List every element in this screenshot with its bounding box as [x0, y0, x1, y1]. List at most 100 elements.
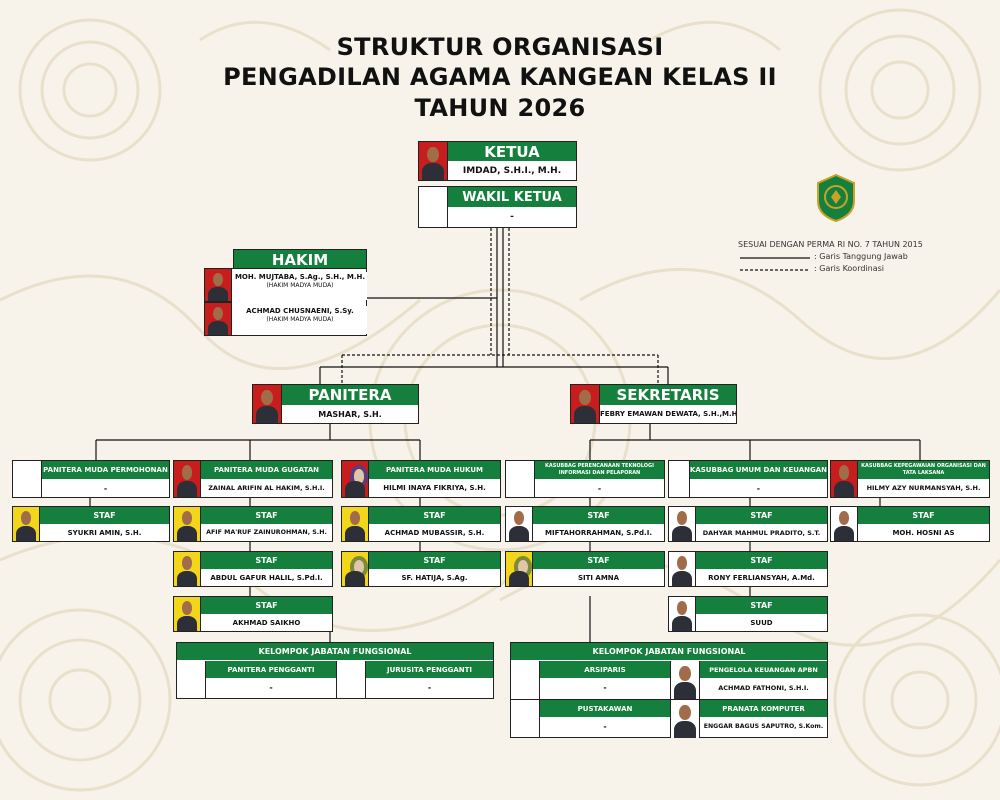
staff-permohonan-1-box: STAF SYUKRI AMIN, S.H.: [39, 506, 170, 542]
hakim-2-photo: [204, 302, 232, 336]
kasubbag-ptip-label: KASUBBAG PERENCANAAN TEKNOLOGI INFORMASI…: [535, 461, 664, 480]
pengelola-keuangan-label: PENGELOLA KEUANGAN APBN: [700, 661, 827, 679]
chart-title-line2: PENGADILAN AGAMA KANGEAN KELAS II: [223, 63, 777, 91]
staff-hukum-1-name: ACHMAD MUBASSIR, S.H.: [369, 525, 500, 541]
staff-umum-1-photo: [668, 506, 696, 542]
staff-hukum-1-box: STAF ACHMAD MUBASSIR, S.H.: [368, 506, 501, 542]
panitera-pengganti-name: -: [206, 679, 336, 696]
jurusita-pengganti-name: -: [366, 679, 493, 696]
staff-ptip-1-box: STAF MIFTAHORRAHMAN, S.Pd.I.: [532, 506, 665, 542]
pm-permohonan-label: PANITERA MUDA PERMOHONAN: [42, 461, 169, 480]
ketua-label: KETUA: [448, 142, 576, 162]
staff-permohonan-1-name: SYUKRI AMIN, S.H.: [40, 525, 169, 541]
kasubbag-ptip-name: -: [535, 480, 664, 497]
fungsional-right-label: KELOMPOK JABATAN FUNGSIONAL: [511, 643, 827, 661]
kasubbag-ptip-box: KASUBBAG PERENCANAAN TEKNOLOGI INFORMASI…: [505, 460, 665, 498]
staff-gugatan-2-photo: [173, 551, 201, 587]
sekretaris-photo: [570, 384, 600, 424]
hakim-1-role: (HAKIM MADYA MUDA): [266, 282, 334, 289]
kasubbag-umum-name: -: [689, 480, 827, 497]
wakil-ketua-name: -: [448, 208, 576, 227]
kasubbag-kepeg-name: HILMY AZY NURMANSYAH, S.H.: [858, 480, 989, 497]
pm-hukum-box: PANITERA MUDA HUKUM HILMI INAYA FIKRIYA,…: [368, 460, 501, 498]
staff-permohonan-1-photo: [12, 506, 40, 542]
staff-ptip-2-box: STAF SITI AMNA: [532, 551, 665, 587]
staff-label: STAF: [201, 552, 332, 570]
arsiparis-name: -: [540, 679, 670, 697]
kasubbag-umum-label: KASUBBAG UMUM DAN KEUANGAN: [689, 461, 827, 480]
staff-label: STAF: [369, 552, 500, 570]
ketua-box: KETUA IMDAD, S.H.I., M.H.: [447, 141, 577, 181]
staff-label: STAF: [40, 507, 169, 525]
panitera-photo: [252, 384, 282, 424]
staff-umum-1-box: STAF DAHYAR MAHMUL PRADITO, S.T.: [695, 506, 828, 542]
pm-gugatan-name: ZAINAL ARIFIN AL HAKIM, S.H.I.: [201, 480, 332, 497]
staff-ptip-2-name: SITI AMNA: [533, 570, 664, 586]
pm-hukum-photo: [341, 460, 369, 498]
staff-umum-1-name: DAHYAR MAHMUL PRADITO, S.T.: [696, 525, 827, 541]
hakim-2-name: ACHMAD CHUSNAENI, S.Sy.: [246, 307, 354, 315]
staff-ptip-2-photo: [505, 551, 533, 587]
kasubbag-kepeg-label: KASUBBAG KEPEGAWAIAN ORGANISASI DAN TATA…: [858, 461, 989, 480]
staff-gugatan-1-photo: [173, 506, 201, 542]
legend-dashed-label: : Garis Koordinasi: [814, 264, 885, 273]
staff-label: STAF: [369, 507, 500, 525]
staff-umum-2-name: RONY FERLIANSYAH, A.Md.: [696, 570, 827, 586]
sekretaris-box: SEKRETARIS FEBRY EMAWAN DEWATA, S.H.,M.H…: [599, 384, 737, 424]
pranata-komputer-name: ENGGAR BAGUS SAPUTRO, S.Kom.: [700, 718, 827, 736]
fungsional-left-box: KELOMPOK JABATAN FUNGSIONAL PANITERA PEN…: [176, 642, 494, 699]
staff-gugatan-2-name: ABDUL GAFUR HALIL, S.Pd.I.: [201, 570, 332, 586]
wakil-ketua-box: WAKIL KETUA -: [418, 186, 577, 228]
panitera-pengganti-label: PANITERA PENGGANTI: [206, 661, 336, 679]
jurusita-pengganti-label: JURUSITA PENGGANTI: [366, 661, 493, 679]
staff-hukum-1-photo: [341, 506, 369, 542]
ketua-name: IMDAD, S.H.I., M.H.: [448, 162, 576, 180]
staff-kepeg-1-photo: [830, 506, 858, 542]
chart-title-year: TAHUN 2026: [414, 94, 586, 122]
arsiparis-label: ARSIPARIS: [540, 661, 670, 679]
kasubbag-umum-box: KASUBBAG UMUM DAN KEUANGAN -: [668, 460, 828, 498]
staff-ptip-1-photo: [505, 506, 533, 542]
staff-gugatan-1-name: AFIF MA'RUF ZAINUROHMAN, S.H.: [201, 525, 332, 541]
fungsional-left-label: KELOMPOK JABATAN FUNGSIONAL: [177, 643, 493, 661]
panitera-label: PANITERA: [282, 385, 418, 406]
staff-label: STAF: [696, 597, 827, 615]
staff-gugatan-3-photo: [173, 596, 201, 632]
panitera-name: MASHAR, S.H.: [282, 406, 418, 423]
staff-hukum-2-photo: [341, 551, 369, 587]
kasubbag-kepeg-photo: [830, 460, 858, 498]
pm-gugatan-box: PANITERA MUDA GUGATAN ZAINAL ARIFIN AL H…: [200, 460, 333, 498]
hakim-1-photo: [204, 268, 232, 302]
legend-title: SESUAI DENGAN PERMA RI NO. 7 TAHUN 2015: [738, 240, 923, 249]
wakil-ketua-label: WAKIL KETUA: [448, 187, 576, 208]
kasubbag-kepeg-box: KASUBBAG KEPEGAWAIAN ORGANISASI DAN TATA…: [857, 460, 990, 498]
legend-solid-label: : Garis Tanggung Jawab: [814, 252, 908, 261]
pm-permohonan-name: -: [42, 480, 169, 497]
pustakawan-name: -: [540, 718, 670, 736]
staff-label: STAF: [201, 507, 332, 525]
staff-gugatan-3-name: AKHMAD SAIKHO: [201, 615, 332, 631]
staff-kepeg-1-name: MOH. HOSNI AS: [858, 525, 989, 541]
staff-label: STAF: [696, 552, 827, 570]
staff-umum-3-box: STAF SUUD: [695, 596, 828, 632]
hakim-2-role: (HAKIM MADYA MUDA): [266, 316, 334, 323]
staff-kepeg-1-box: STAF MOH. HOSNI AS: [857, 506, 990, 542]
panitera-box: PANITERA MASHAR, S.H.: [281, 384, 419, 424]
pm-permohonan-box: PANITERA MUDA PERMOHONAN -: [12, 460, 170, 498]
pm-gugatan-photo: [173, 460, 201, 498]
sekretaris-name: FEBRY EMAWAN DEWATA, S.H.,M.H.: [600, 406, 736, 423]
staff-label: STAF: [696, 507, 827, 525]
staff-gugatan-2-box: STAF ABDUL GAFUR HALIL, S.Pd.I.: [200, 551, 333, 587]
staff-hukum-2-name: SF. HATIJA, S.Ag.: [369, 570, 500, 586]
staff-gugatan-1-box: STAF AFIF MA'RUF ZAINUROHMAN, S.H.: [200, 506, 333, 542]
court-emblem-icon: [817, 173, 855, 223]
staff-umum-3-photo: [668, 596, 696, 632]
pengelola-keuangan-name: ACHMAD FATHONI, S.H.I.: [700, 679, 827, 697]
hakim-label: HAKIM: [233, 249, 367, 269]
staff-gugatan-3-box: STAF AKHMAD SAIKHO: [200, 596, 333, 632]
staff-label: STAF: [201, 597, 332, 615]
staff-label: STAF: [533, 507, 664, 525]
hakim-1-entry: MOH. MUJTABA, S.Ag., S.H., M.H. (HAKIM M…: [233, 272, 367, 300]
pm-hukum-label: PANITERA MUDA HUKUM: [369, 461, 500, 480]
pustakawan-label: PUSTAKAWAN: [540, 700, 670, 718]
